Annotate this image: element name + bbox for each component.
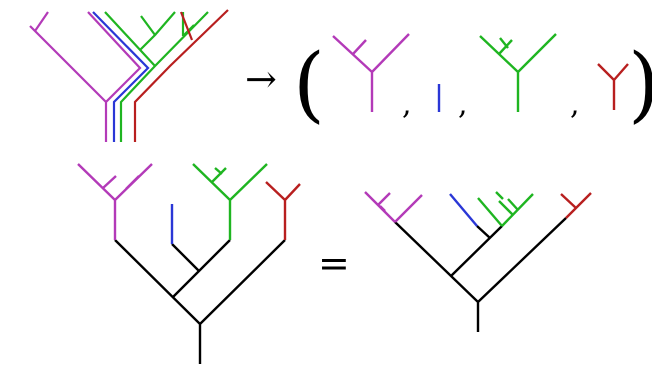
decomposed-tree <box>29 9 229 142</box>
red-trunk-branch <box>133 9 229 142</box>
assembled-tree-right <box>364 191 592 332</box>
assembled-tree-left <box>77 163 301 364</box>
equals-symbol: = <box>318 241 350 285</box>
magenta-trunk-branch <box>29 11 142 142</box>
magenta-subtree-right <box>364 191 423 223</box>
green-trunk-branch <box>104 11 209 142</box>
green-component-tree <box>479 33 557 112</box>
red-subtree-right <box>560 192 592 219</box>
magenta-component-tree <box>332 33 410 112</box>
blue-subtree-right <box>449 193 478 227</box>
comma-3: , <box>570 87 580 122</box>
tree-tuple: ( , , , ) <box>293 33 652 132</box>
green-subtree-left <box>192 163 268 240</box>
open-paren: ( <box>293 37 325 132</box>
black-skeleton-left <box>114 239 286 364</box>
red-component-tree <box>597 63 629 110</box>
comma-1: , <box>402 87 412 122</box>
black-skeleton-right <box>394 217 567 332</box>
arrow-symbol: → <box>245 57 277 101</box>
red-subtree-left <box>265 181 301 240</box>
green-subtree-right <box>477 191 534 227</box>
comma-2: , <box>458 87 468 122</box>
blue-trunk-branch <box>92 11 150 142</box>
close-paren: ) <box>628 37 652 132</box>
magenta-subtree-left <box>77 163 153 240</box>
